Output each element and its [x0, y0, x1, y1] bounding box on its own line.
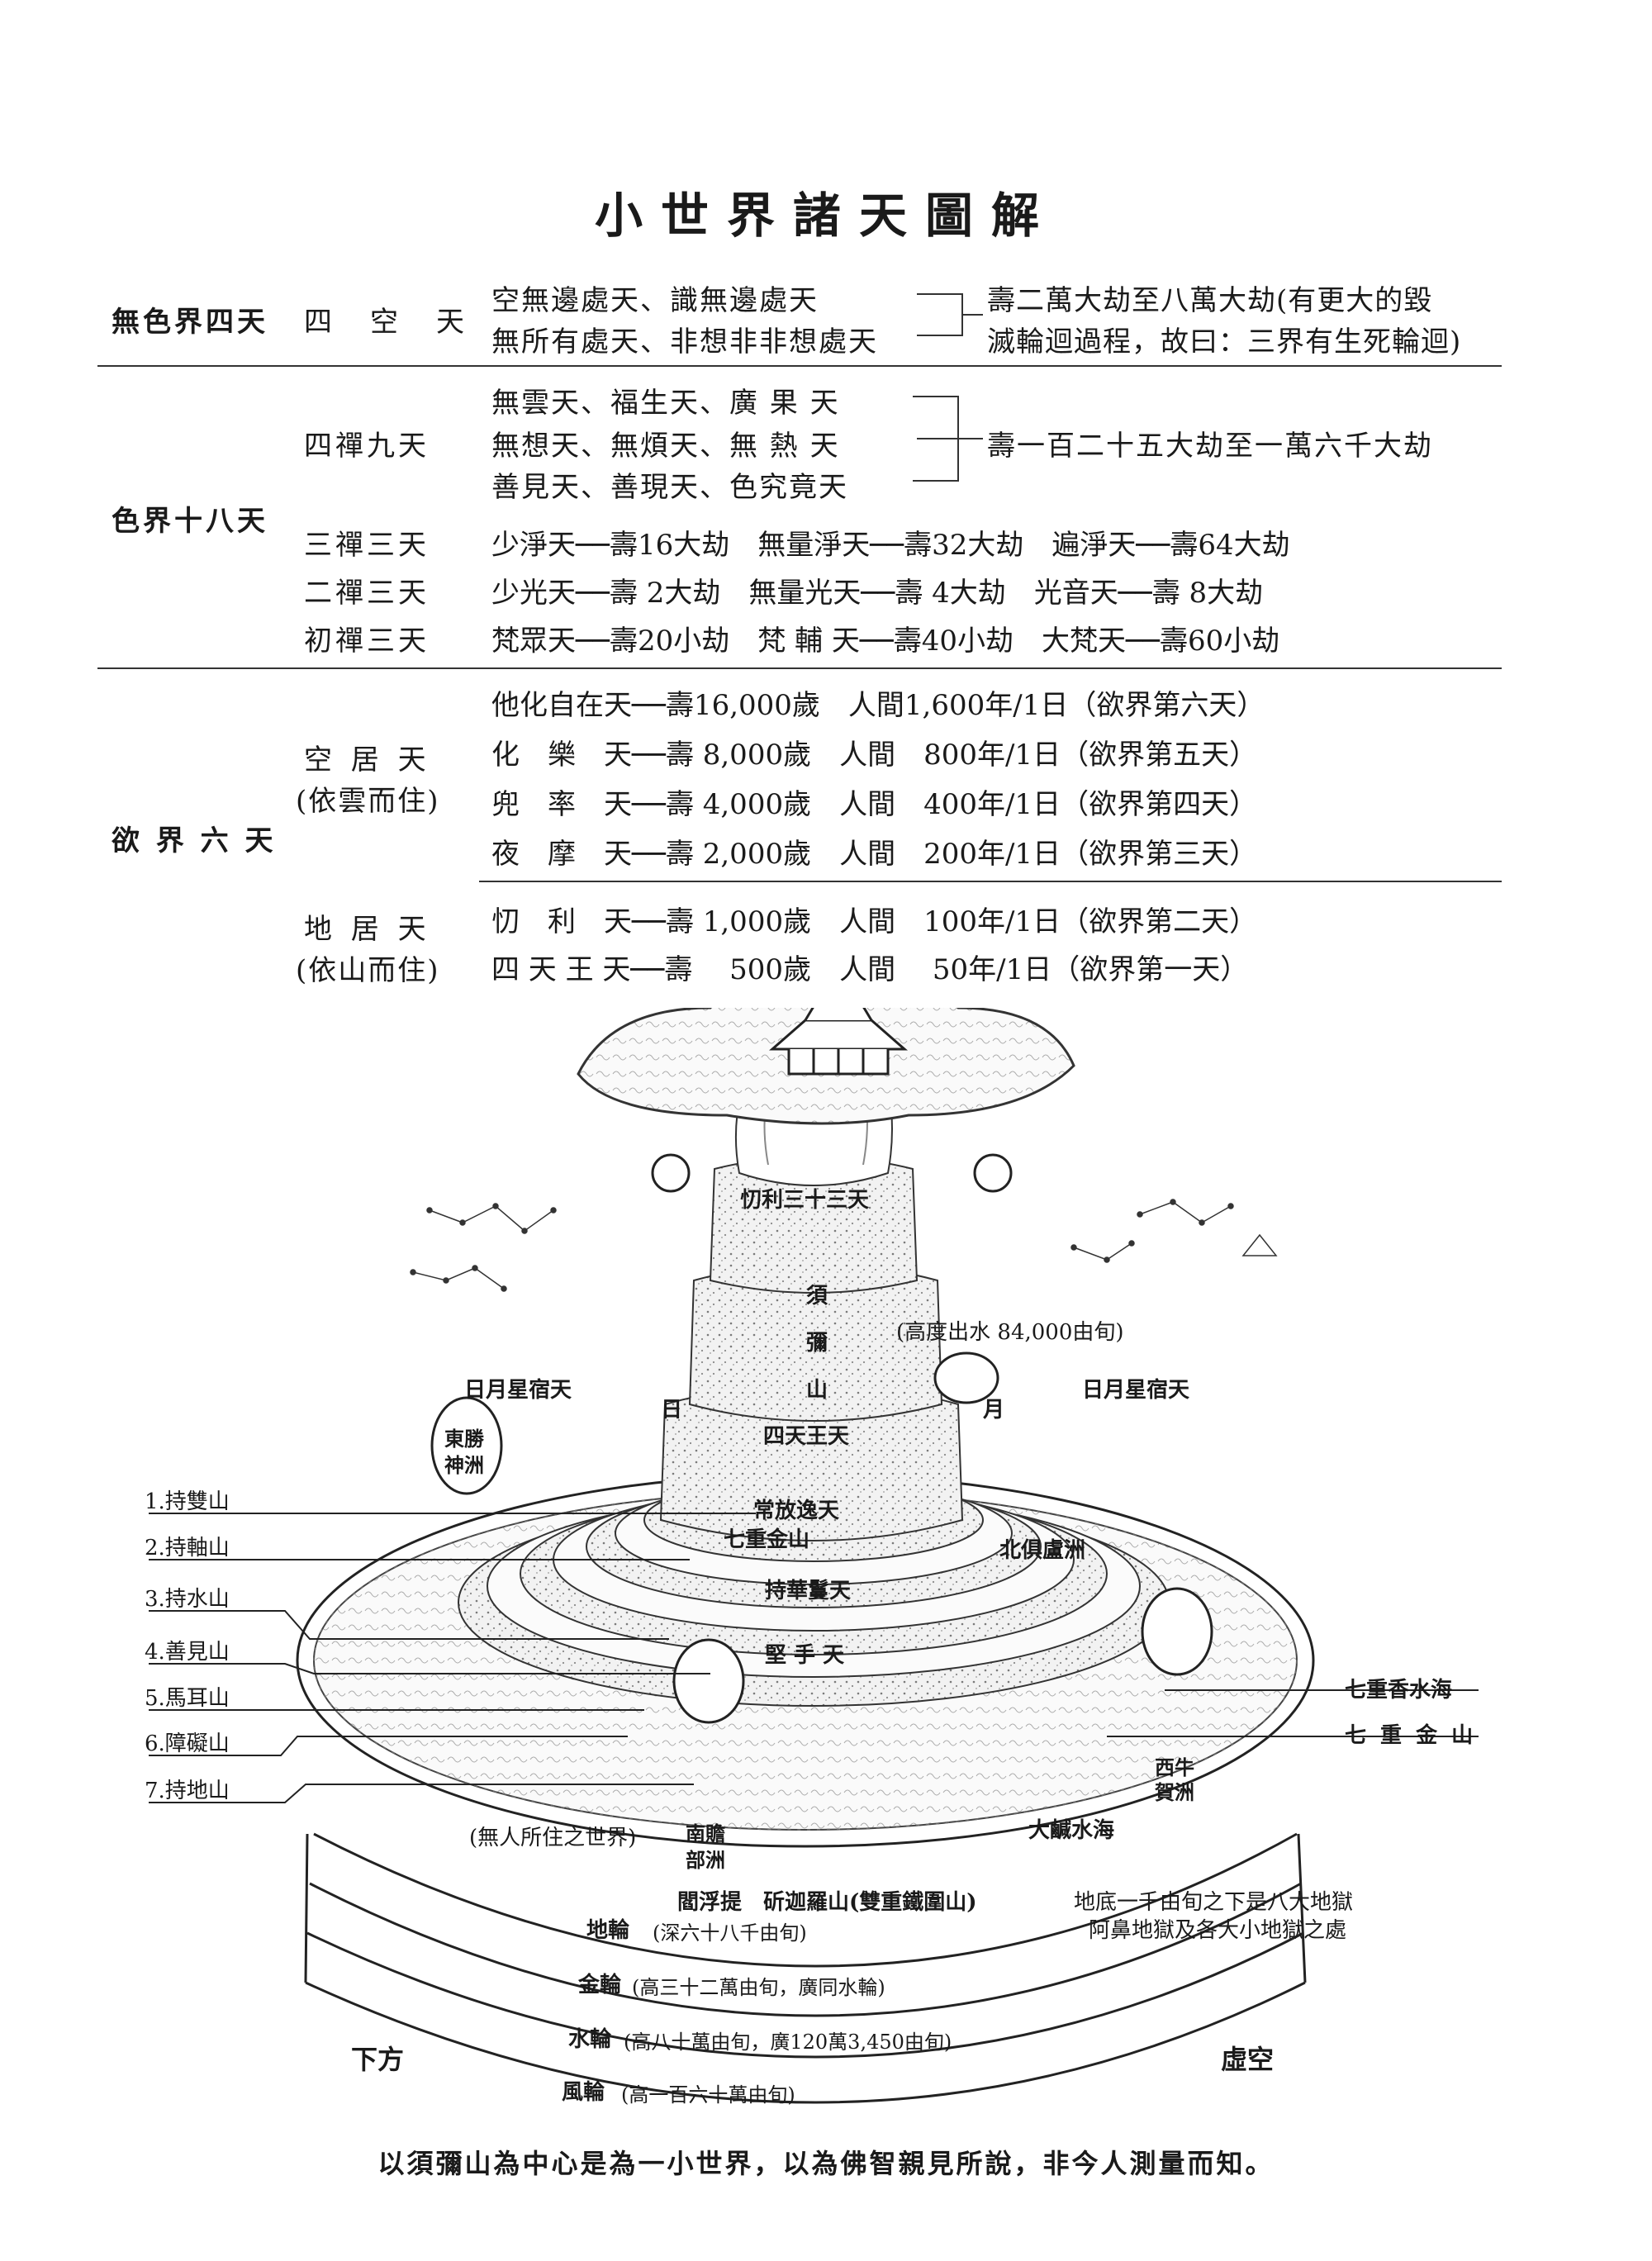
mountain-label-6: 6.障礙山 — [145, 1731, 230, 1756]
moon-circle — [973, 1153, 1013, 1193]
uninhabited-world: (無人所住之世界) — [469, 1826, 637, 1850]
divider-formless — [97, 365, 1502, 367]
desire-row-1: 四 天 王 天──壽 500歲 人間 50年/1日（欲界第一天） — [491, 953, 1249, 986]
form-realm-label: 色界十八天 — [112, 505, 268, 538]
third-dhyana-row: 少淨天──壽16大劫 無量淨天──壽32大劫 遍淨天──壽64大劫 — [491, 529, 1290, 562]
second-dhyana-label: 二禪三天 — [304, 577, 430, 610]
fourth-dhyana-note: 壽一百二十五大劫至一萬六千大劫 — [987, 430, 1433, 463]
sky-dwelling-note: (依雲而住) — [296, 785, 440, 818]
mountain-label-3: 3.持水山 — [145, 1587, 230, 1612]
north-continent: 北俱盧洲 — [999, 1538, 1086, 1563]
wheel-strata — [304, 1832, 1307, 2104]
constellation-left — [410, 1203, 557, 1292]
desire-row-4: 兜 率 天──壽 4,000歲 人間 400年/1日（欲界第四天） — [491, 788, 1258, 821]
fourth-dhyana-row-2: 無想天、無煩天、無 熱 天 — [491, 430, 840, 463]
four-emptiness-heavens: 四 空 天 — [304, 306, 469, 339]
seven-golden-mountains-label: 七 重 金 山 — [1345, 1723, 1477, 1748]
south-continent-circle — [672, 1638, 745, 1724]
second-dhyana-row: 少光天──壽 2大劫 無量光天──壽 4大劫 光音天──壽 8大劫 — [491, 577, 1264, 610]
desire-realm-label: 欲 界 六 天 — [112, 824, 277, 857]
mountain-leaders — [149, 1513, 1479, 1803]
constellation-right — [1070, 1199, 1278, 1263]
desire-row-6: 他化自在天──壽16,000歲 人間1,600年/1日（欲界第六天） — [491, 689, 1265, 722]
earth-wheel-note: (深六十八千由旬) — [653, 1921, 807, 1945]
sumeru-char-1: 須 — [806, 1284, 828, 1309]
hell-note-2: 阿鼻地獄及各大小地獄之處 — [1089, 1918, 1347, 1943]
void-label: 虛空 — [1221, 2044, 1275, 2075]
desire-row-2: 忉 利 天──壽 1,000歲 人間 100年/1日（欲界第二天） — [491, 905, 1258, 938]
north-continent-circle — [933, 1351, 999, 1404]
world-diagram — [149, 1008, 1479, 2104]
sun-label: 日 — [661, 1398, 683, 1423]
gold-wheel-name: 金輪 — [578, 1973, 622, 1997]
east-continent-circle — [430, 1396, 503, 1495]
formless-lifespan-note-1: 壽二萬大劫至八萬大劫(有更大的毀 — [987, 284, 1433, 317]
sun-circle — [651, 1153, 691, 1193]
tier-firm-hands: 堅 手 天 — [765, 1643, 845, 1668]
page-title: 小世界諸天圖解 — [594, 188, 1057, 244]
desire-row-5: 化 樂 天──壽 8,000歲 人間 800年/1日（欲界第五天） — [491, 739, 1258, 772]
first-dhyana-label: 初禪三天 — [304, 625, 430, 658]
great-salt-sea: 大鹹水海 — [1028, 1818, 1115, 1843]
west-continent-line-1: 西牛 — [1155, 1755, 1194, 1779]
sun-moon-heaven-right: 日月星宿天 — [1082, 1378, 1190, 1403]
third-dhyana-label: 三禪三天 — [304, 529, 430, 562]
table-brackets — [913, 293, 983, 482]
sun-moon-heaven-left: 日月星宿天 — [464, 1378, 572, 1403]
iron-ring-texture — [313, 1490, 1298, 1831]
first-dhyana-row: 梵眾天──壽20小劫 梵 輔 天──壽40小劫 大梵天──壽60小劫 — [491, 625, 1280, 658]
bottom-caption: 以須彌山為中心是為一小世界，以為佛智親見所說，非今人測量而知。 — [377, 2148, 1275, 2179]
tier-four-kings: 四天王天 — [763, 1424, 850, 1449]
south-continent-line-1: 南贍 — [686, 1822, 725, 1845]
sumeru-terraces — [659, 1156, 964, 1541]
mountain-label-2: 2.持軸山 — [145, 1536, 230, 1560]
gold-wheel-note: (高三十二萬由旬，廣同水輪) — [632, 1976, 885, 1999]
east-continent-line-1: 東勝 — [444, 1427, 484, 1451]
ground-dwelling-label: 地 居 天 — [304, 913, 431, 946]
formless-row-1: 空無邊處天、識無邊處天 — [491, 284, 819, 317]
water-wheel-name: 水輪 — [568, 2027, 612, 2052]
fourth-dhyana-row-1: 無雲天、福生天、廣 果 天 — [491, 387, 840, 420]
mountain-label-5: 5.馬耳山 — [145, 1686, 230, 1711]
west-continent-circle — [1141, 1587, 1213, 1676]
formless-realm-label: 無色界四天 — [112, 306, 268, 339]
formless-lifespan-note-2: 滅輪迴過程，故曰：三界有生死輪迴) — [987, 325, 1462, 359]
mountain-label-7: 7.持地山 — [145, 1779, 230, 1803]
earth-wheel-name: 地輪 — [586, 1918, 630, 1943]
trayastrimsa-label: 忉利三十三天 — [740, 1188, 870, 1213]
sumeru-char-2: 彌 — [806, 1331, 828, 1356]
fourth-dhyana-row-3: 善見天、善現天、色究竟天 — [491, 471, 848, 504]
south-continent-line-2: 部洲 — [686, 1848, 725, 1872]
fourth-dhyana-label: 四禪九天 — [304, 430, 430, 463]
below-label: 下方 — [351, 2044, 405, 2075]
desire-row-3: 夜 摩 天──壽 2,000歲 人間 200年/1日（欲界第三天） — [491, 838, 1258, 871]
iron-ring-mountains: 閻浮提 斫迦羅山(雙重鐵圍山) — [677, 1890, 977, 1915]
tier-golden-mountains: 七重金山 — [724, 1527, 810, 1552]
formless-row-2: 無所有處天、非想非非想處天 — [491, 325, 878, 359]
seven-fragrant-seas: 七重香水海 — [1345, 1678, 1453, 1703]
palace-icon — [769, 1008, 908, 1076]
sumeru-height-note: (高度出水 84,000由旬) — [896, 1320, 1124, 1345]
sumeru-char-3: 山 — [806, 1378, 828, 1403]
wind-wheel-name: 風輪 — [562, 2080, 605, 2105]
tier-constant-indulgence: 常放逸天 — [753, 1499, 840, 1523]
east-continent-line-2: 神洲 — [444, 1453, 484, 1477]
divider-desire — [479, 881, 1502, 882]
ground-dwelling-note: (依山而住) — [296, 954, 440, 987]
seven-golden-mountains — [458, 1478, 1170, 1707]
tier-garland-holders: 持華鬘天 — [765, 1579, 852, 1603]
water-wheel-note: (高八十萬由旬，廣120萬3,450由旬) — [624, 2031, 952, 2054]
mountain-label-1: 1.持雙山 — [145, 1489, 230, 1514]
moon-label: 月 — [983, 1398, 1005, 1423]
west-continent-line-2: 賀洲 — [1155, 1780, 1194, 1804]
mountain-label-4: 4.善見山 — [145, 1640, 230, 1665]
wind-wheel-note: (高一百六十萬由旬) — [621, 2083, 795, 2107]
hell-note-1: 地底一千由旬之下是八大地獄 — [1074, 1890, 1354, 1915]
divider-form — [97, 667, 1502, 669]
sky-dwelling-label: 空 居 天 — [304, 743, 431, 777]
